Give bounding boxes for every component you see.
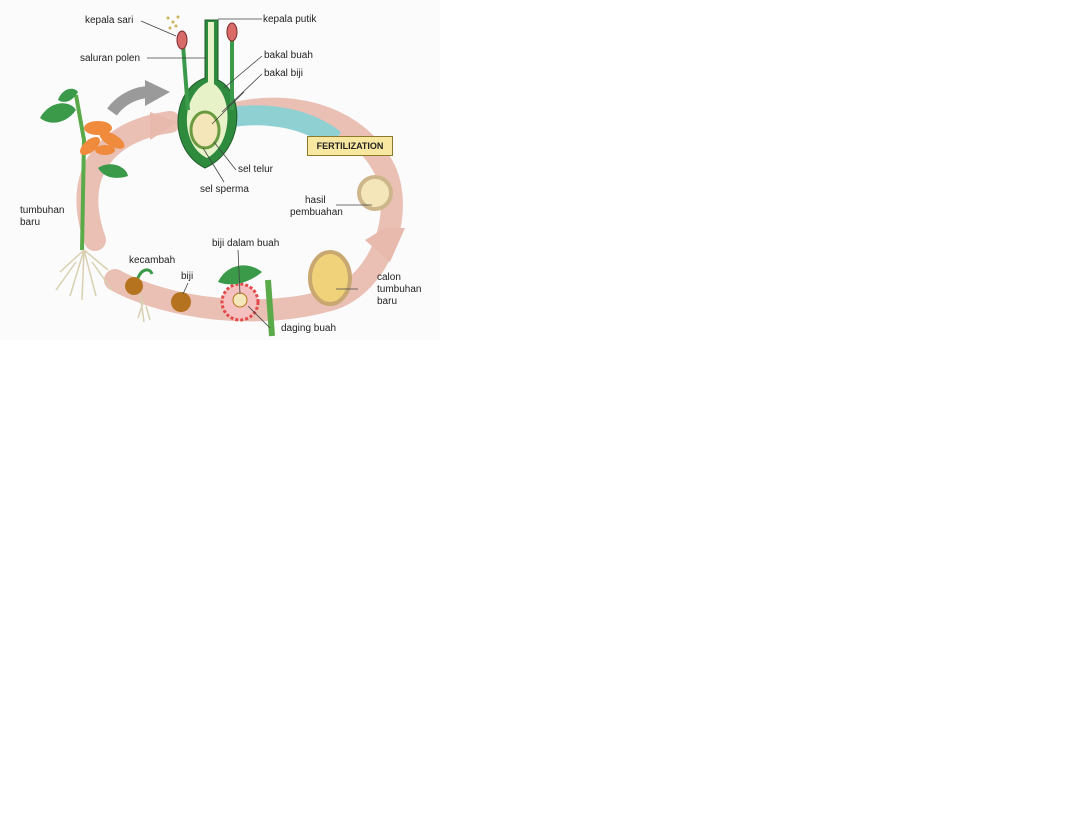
label-baru: baru bbox=[20, 217, 41, 228]
anther-right bbox=[226, 22, 238, 42]
seed bbox=[171, 292, 191, 312]
label-biji-dalam-buah: biji dalam buah bbox=[212, 238, 280, 249]
label-biji: biji bbox=[181, 271, 194, 282]
germinating-seed bbox=[125, 277, 143, 295]
label-calon-tumbuhan: tumbuhan bbox=[377, 284, 422, 295]
diagram-artwork bbox=[0, 0, 440, 340]
label-sel-sperma: sel sperma bbox=[200, 184, 249, 195]
plant-life-cycle-diagram: kepala sari kepala putik saluran polen b… bbox=[0, 0, 440, 340]
fertilization-box: FERTILIZATION bbox=[307, 136, 393, 156]
label-calon: calon bbox=[377, 272, 401, 283]
roots bbox=[55, 249, 113, 301]
label-daging-buah: daging buah bbox=[281, 323, 337, 334]
label-bakal-biji: bakal biji bbox=[264, 68, 303, 79]
label-sel-telur: sel telur bbox=[238, 164, 274, 175]
label-kepala-sari: kepala sari bbox=[85, 15, 134, 26]
flower bbox=[80, 121, 125, 155]
label-kepala-putik: kepala putik bbox=[263, 14, 317, 25]
developing-seed bbox=[308, 250, 352, 306]
anther-left bbox=[176, 30, 188, 50]
zygote bbox=[357, 175, 393, 211]
teal-arrow bbox=[223, 105, 342, 149]
label-calon-baru: baru bbox=[377, 296, 398, 307]
label-kecambah: kecambah bbox=[129, 255, 176, 266]
label-bakal-buah: bakal buah bbox=[264, 50, 313, 61]
cycle-arrowhead bbox=[365, 228, 405, 262]
label-tumbuhan: tumbuhan bbox=[20, 205, 65, 216]
label-hasil: hasil bbox=[305, 195, 326, 206]
ovule bbox=[189, 110, 221, 150]
label-pembuahan: pembuahan bbox=[290, 207, 343, 218]
new-plant-stem bbox=[74, 94, 87, 251]
cycle-arrow bbox=[76, 97, 403, 322]
label-saluran-polen: saluran polen bbox=[80, 53, 141, 64]
